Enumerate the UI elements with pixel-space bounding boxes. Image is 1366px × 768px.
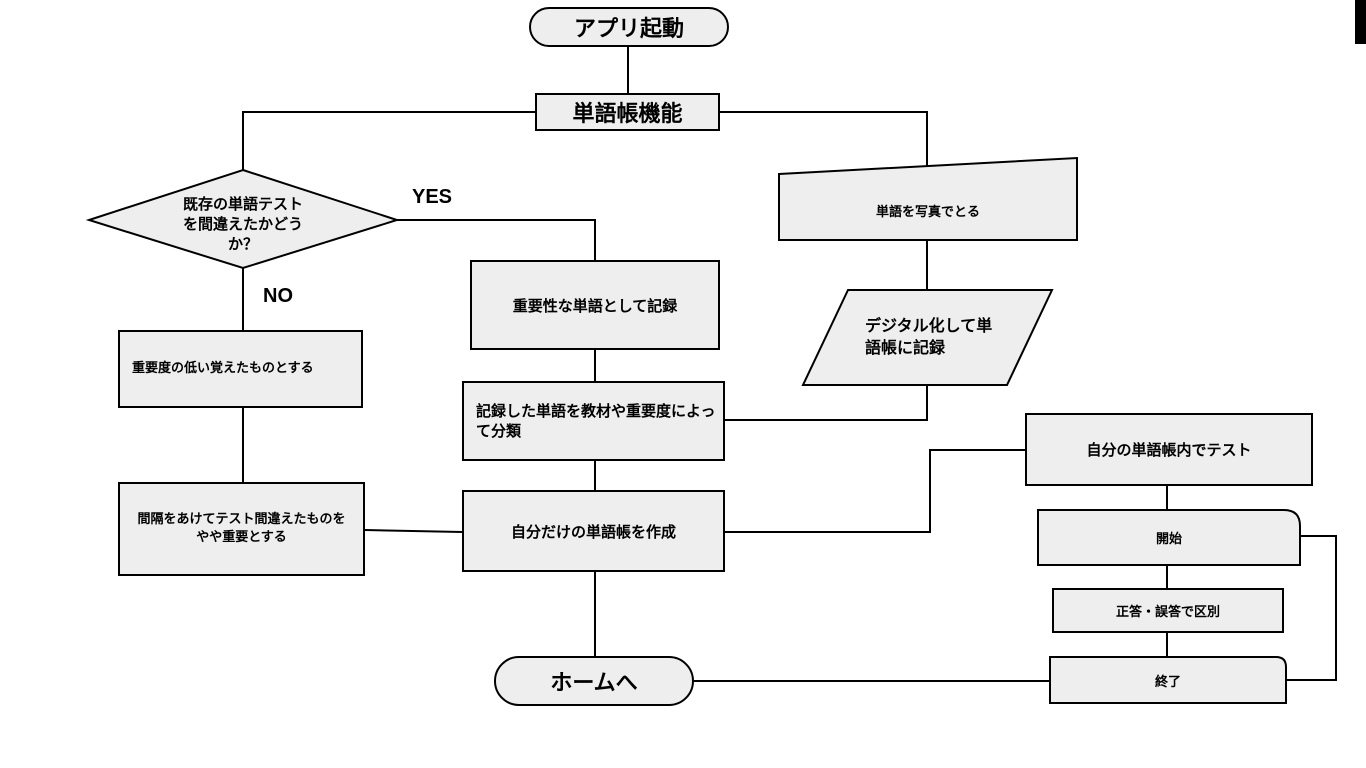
create-wordbook-label: 自分だけの単語帳を作成 [510,522,676,541]
classify-label: 記録した単語を教材や重要度によって分類 [476,401,716,440]
wordbook-function-label: 単語帳機能 [572,102,683,127]
yes-label: YES [412,186,453,208]
begin-shape [1037,509,1301,566]
own-test-label: 自分の単語帳内でテスト [1086,441,1252,459]
connectors [242,46,1337,682]
connector-create-owntest [725,449,1025,533]
interval-test-label: 間隔をあけてテスト間違えたものをやや重要とする [137,512,346,545]
digitize-label: デジタル化して単語帳に記録 [865,316,993,357]
photo-manual-input-shape [778,156,1078,241]
connector-wordbook-photo [720,111,928,168]
photo-label: 単語を写真でとる [875,204,980,220]
digitize-node: デジタル化して単語帳に記録 [855,294,995,380]
home-label: ホームへ [550,671,638,696]
digitize-parallelogram [801,289,1054,386]
connector-interval-create [364,529,463,533]
classify-box: 記録した単語を教材や重要度によって分類 [462,381,725,461]
distinguish-box: 正答・誤答で区別 [1052,588,1284,633]
connector-decision-yes [397,219,596,260]
end-node: 終了 [1050,657,1286,703]
start-terminator-shape [529,7,729,47]
important-record-label: 重要性な単語として記録 [512,296,678,315]
decision-label: 既存の単語テストを間違えたかどうか？ [182,194,303,254]
home-terminator-shape [494,656,694,706]
home-terminator: ホームへ [495,657,693,705]
own-test-box: 自分の単語帳内でテスト [1025,413,1313,486]
start-terminator: アプリ起動 [530,8,728,46]
begin-node: 開始 [1038,510,1300,565]
interval-test-box: 間隔をあけてテスト間違えたものをやや重要とする [118,482,365,576]
wordbook-function-box: 単語帳機能 [535,93,720,131]
low-importance-label: 重要度の低い覚えたものとする [132,361,314,377]
decision-node: 既存の単語テストを間違えたかどうか？ [178,175,308,273]
begin-label: 開始 [1155,532,1182,547]
connector-loop [1286,535,1337,681]
edge-bar [1355,0,1366,44]
no-label: NO [263,285,293,307]
connector-digitize-classify [725,385,928,421]
end-shape [1049,656,1287,704]
end-label: 終了 [1154,674,1181,690]
photo-node: 単語を写真でとる [779,180,1077,240]
distinguish-label: 正答・誤答で区別 [1115,605,1220,620]
low-importance-box: 重要度の低い覚えたものとする [118,330,363,408]
connector-wordbook-decision [242,111,535,170]
create-wordbook-box: 自分だけの単語帳を作成 [462,490,725,572]
important-record-box: 重要性な単語として記録 [470,260,720,350]
start-label: アプリ起動 [573,17,684,42]
decision-diamond [85,168,401,270]
shapes [85,7,1301,706]
